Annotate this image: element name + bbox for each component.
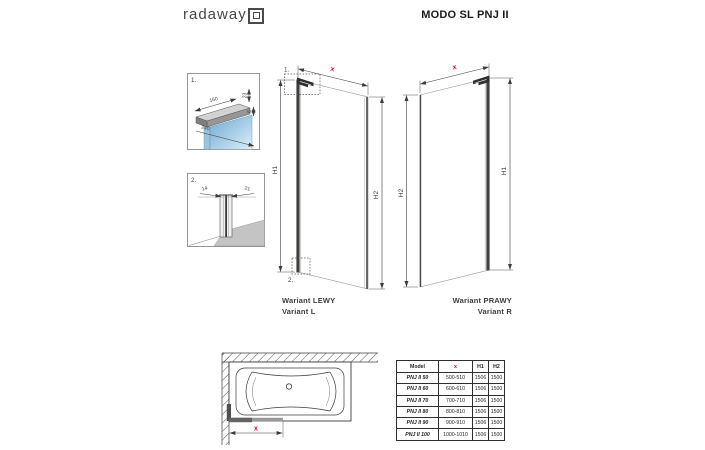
caption-variant-left: Wariant LEWY Variant L [282, 295, 335, 317]
caption-variant-left-line1: Wariant LEWY [282, 296, 336, 305]
detail2-label: 2. [191, 177, 196, 184]
cell-h1: 1506 [472, 383, 489, 396]
cell-model: PNJ II 50 [396, 371, 439, 385]
cell-h2: 1500 [488, 405, 505, 419]
detail-1-drawing: 160 240 23 6 1. [187, 73, 260, 150]
h2-dim-label-left-variant: H2 [373, 190, 380, 199]
cell-h1: 1506 [472, 371, 489, 385]
col-header-h1: H1 [472, 360, 489, 373]
caption-variant-right: Wariant PRAWY Variant R [395, 295, 512, 317]
width-dim-label-right: x [452, 64, 458, 72]
detail1-dim-height: 23 [243, 93, 249, 99]
col-header-x: x [438, 360, 473, 373]
detail-2-drawing: 14 21 2. [187, 173, 265, 247]
width-dim-label-left: x [330, 66, 336, 74]
cell-model: PNJ II 90 [396, 417, 439, 430]
cell-model: PNJ II 100 [396, 428, 439, 441]
h1-dim-label-right-variant: H1 [501, 166, 508, 175]
cell-h1: 1506 [472, 428, 489, 441]
cell-x: 500-510 [438, 371, 473, 385]
drain-icon [285, 383, 293, 390]
detail1-dim-depth: 240 [200, 125, 210, 133]
cell-h2: 1500 [488, 383, 505, 396]
cell-x: 800-810 [438, 405, 473, 419]
dimensions-table: Model x H1 H2 PNJ II 50 500-510 1506 150… [396, 360, 505, 441]
cell-h2: 1500 [488, 428, 505, 441]
cell-h2: 1500 [488, 417, 505, 430]
h1-dim-label-left-variant: H1 [272, 165, 279, 174]
table-row: PNJ II 80 800-810 1506 1500 [396, 405, 505, 419]
cell-x: 1000-1010 [438, 428, 473, 441]
table-row: PNJ II 100 1000-1010 1506 1500 [396, 428, 505, 441]
caption-variant-left-line2: Variant L [282, 307, 316, 316]
table-row: PNJ II 90 900-910 1506 1500 [396, 417, 505, 430]
col-header-h2: H2 [488, 360, 505, 373]
bathtub-plan-drawing: x [221, 352, 378, 445]
table-row: PNJ II 70 700-710 1506 1500 [396, 394, 505, 407]
page-title: MODO SL PNJ II [421, 9, 509, 21]
cell-h2: 1500 [488, 394, 505, 407]
brand-logo-square-icon [248, 8, 264, 24]
width-dim-label-bathtub: x [254, 426, 258, 433]
variant-right-drawing: x H2 H1 [398, 63, 513, 288]
detail1-callout: 1. [284, 67, 289, 74]
cell-x: 600-610 [438, 383, 473, 396]
detail2-dim-right: 21 [244, 185, 251, 192]
table-row: PNJ II 60 600-610 1506 1500 [396, 383, 505, 396]
cell-x: 900-910 [438, 417, 473, 430]
cell-h2: 1500 [488, 371, 505, 385]
cell-h1: 1506 [472, 417, 489, 430]
detail2-dim-left: 14 [201, 185, 208, 192]
cell-x: 700-710 [438, 394, 473, 407]
cell-h1: 1506 [472, 394, 489, 407]
cell-model: PNJ II 60 [396, 383, 439, 396]
table-header-row: Model x H1 H2 [396, 360, 505, 373]
detail1-dim-length: 160 [209, 96, 219, 104]
col-header-model: Model [396, 360, 439, 373]
cell-h1: 1506 [472, 405, 489, 419]
cell-model: PNJ II 70 [396, 394, 439, 407]
cell-model: PNJ II 80 [396, 405, 439, 419]
caption-variant-right-line2: Variant R [477, 307, 512, 316]
brand-logo-text: radaway [183, 6, 247, 23]
h2-dim-label-right-variant: H2 [398, 188, 405, 197]
table-row: PNJ II 50 500-510 1506 1500 [396, 371, 505, 385]
bathtub-outline [228, 361, 352, 422]
detail1-label: 1. [191, 77, 196, 84]
detail2-callout: 2. [288, 277, 293, 284]
detail1-dim-gap: 6 [247, 110, 253, 113]
wall-profile-plan [226, 404, 231, 421]
caption-variant-right-line1: Wariant PRAWY [452, 296, 512, 305]
variant-left-drawing: 1. 2. x H1 H2 [272, 65, 385, 290]
